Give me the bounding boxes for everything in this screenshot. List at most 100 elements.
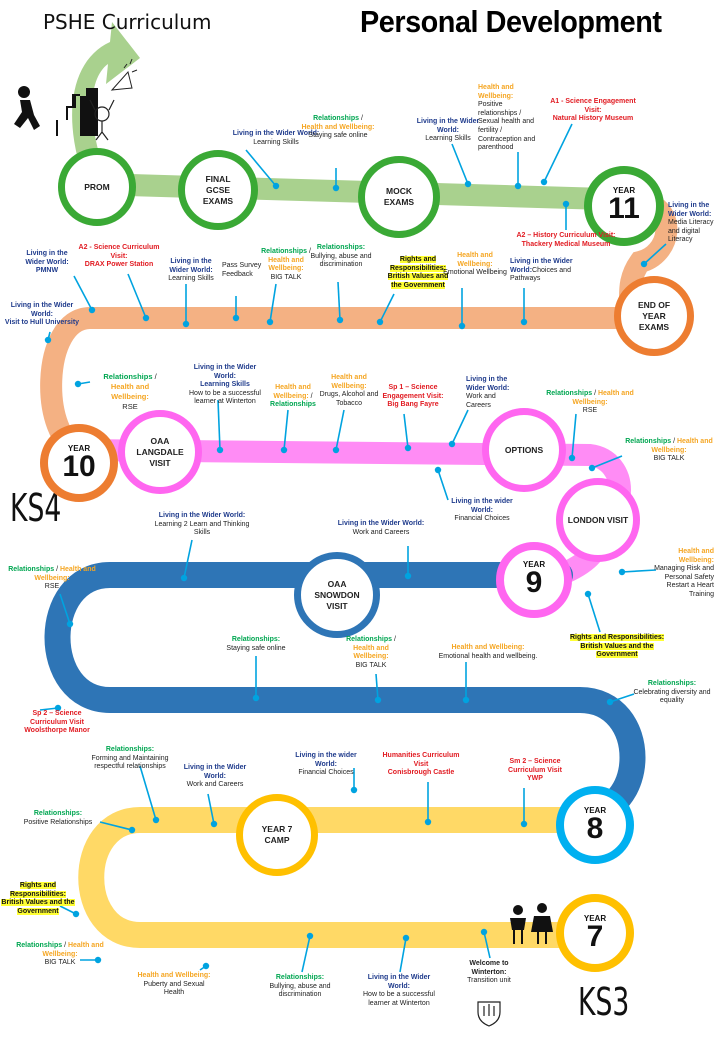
pin-dot: [74, 380, 82, 388]
pin-dot: [266, 318, 274, 326]
label-g4: Relationships:Bullying, abuse and discri…: [269, 974, 331, 999]
label-c4: Health and Wellbeing:Drugs, Alcohol and …: [319, 374, 379, 407]
label-b4: Pass Survey Feedback: [222, 262, 262, 278]
label-f3: Living in the wider World:Financial Choi…: [295, 752, 357, 777]
label-a7: A2 – History Curriculum Visit:Thackery M…: [516, 232, 616, 248]
pin-line: [337, 281, 341, 321]
label-a3: Living in the Wider World:Learning Skill…: [416, 118, 480, 143]
label-b7: Rights and Responsibilities: British Val…: [387, 256, 449, 289]
pin-line: [335, 409, 345, 451]
pin-line: [379, 293, 395, 323]
label-b2: A2 - Science Curriculum Visit:DRAX Power…: [78, 244, 160, 269]
party-popper-icon: [110, 58, 138, 91]
pin-dot: [54, 704, 62, 712]
pin-line: [609, 693, 635, 703]
label-d1: Living in the Wider World:Learning 2 Lea…: [154, 512, 250, 537]
pin-dot: [520, 820, 528, 828]
pin-dot: [464, 180, 472, 188]
label-c2: Living in the Wider World:Learning Skill…: [189, 364, 261, 406]
label-d5: Rights and Responsibilities: British Val…: [569, 634, 665, 659]
stop-year7-camp: YEAR 7 CAMP: [236, 794, 318, 876]
pin-dot: [434, 466, 442, 474]
cheering-student-icon: [89, 99, 115, 141]
pin-dot: [584, 590, 592, 598]
pin-dot: [424, 818, 432, 826]
pin-line: [183, 539, 193, 579]
label-e1: Relationships:Staying safe online: [226, 636, 286, 652]
pin-dot: [202, 962, 210, 970]
pin-line: [139, 765, 157, 821]
pin-dot: [152, 816, 160, 824]
pin-line: [483, 931, 491, 959]
pin-line: [543, 123, 573, 183]
pin-line: [591, 455, 623, 469]
stop-options: OPTIONS: [482, 408, 566, 492]
stop-end-of-year: END OF YEAR EXAMS: [614, 276, 694, 356]
pin-dot: [182, 320, 190, 328]
pin-dot: [520, 318, 528, 326]
pin-dot: [88, 306, 96, 314]
key-stage-4-label: KS4: [10, 486, 62, 530]
page-title: PSHE Curriculum: [43, 10, 212, 34]
label-c8: Relationships / Health and Wellbeing:BIG…: [625, 438, 713, 463]
school-crest-icon: [477, 1001, 501, 1027]
label-b6: Relationships:Bullying, abuse and discri…: [310, 244, 372, 269]
stairs-climber-icon: [14, 86, 98, 136]
pin-line: [73, 275, 93, 311]
label-g5: Living in the Wider World:How to be a su…: [363, 974, 435, 1007]
pin-dot: [462, 696, 470, 704]
pin-line: [621, 569, 657, 573]
pin-line: [451, 143, 469, 185]
label-d3: Health and Wellbeing:Managing Risk and P…: [654, 548, 714, 598]
stop-london-visit: LONDON VISIT: [556, 478, 640, 562]
label-a6: Living in the Wider World:Media Literacy…: [668, 202, 714, 244]
pin-line: [217, 399, 221, 451]
label-b9: Living in the Wider World:Choices and Pa…: [510, 258, 573, 283]
pin-dot: [66, 620, 74, 628]
pin-line: [451, 409, 469, 445]
pin-dot: [142, 314, 150, 322]
label-a4: Health and Wellbeing:Positive relationsh…: [478, 84, 536, 152]
label-c9: Living in the wider World:Financial Choi…: [451, 498, 513, 523]
label-b5: Relationships / Health and Wellbeing:BIG…: [261, 248, 311, 281]
pin-dot: [72, 910, 80, 918]
pin-line: [301, 935, 311, 973]
pin-dot: [44, 336, 52, 344]
label-f6: Relationships:Positive Relationships: [23, 810, 93, 826]
pin-dot: [458, 322, 466, 330]
label-c6: Living in the Wider World:Work and Caree…: [466, 376, 510, 409]
pin-dot: [128, 826, 136, 834]
label-d2: Living in the Wider World:Work and Caree…: [337, 520, 425, 536]
pin-line: [99, 821, 133, 831]
pin-line: [399, 937, 407, 973]
road-year9: [44, 562, 646, 828]
label-a1: Living in the Wider World: Learning Skil…: [232, 130, 320, 146]
label-c3: Health and Wellbeing: / Relationships: [270, 384, 316, 409]
pin-line: [571, 413, 577, 459]
label-f1: Relationships:Forming and Maintaining re…: [91, 746, 169, 771]
pin-dot: [480, 928, 488, 936]
pin-dot: [280, 446, 288, 454]
pin-line: [375, 673, 379, 701]
pin-line: [127, 273, 147, 319]
pin-dot: [216, 446, 224, 454]
pin-dot: [404, 444, 412, 452]
stop-oaa-snowdon: OAA SNOWDON VISIT: [294, 552, 380, 638]
label-g6: Welcome to Winterton:Transition unit: [467, 960, 511, 985]
pin-dot: [540, 178, 548, 186]
stop-final-gcse: FINAL GCSE EXAMS: [178, 150, 258, 230]
label-g3: Health and Wellbeing:Puberty and Sexual …: [137, 972, 211, 997]
pin-dot: [568, 454, 576, 462]
label-b8: Health and Wellbeing:Emotional Wellbeing: [443, 252, 507, 277]
pin-line: [269, 283, 277, 323]
label-e3: Health and Wellbeing:Emotional health an…: [438, 644, 538, 660]
pin-line: [587, 593, 601, 633]
pin-dot: [252, 694, 260, 702]
pin-dot: [376, 318, 384, 326]
label-e4: Relationships:Celebrating diversity and …: [633, 680, 711, 705]
